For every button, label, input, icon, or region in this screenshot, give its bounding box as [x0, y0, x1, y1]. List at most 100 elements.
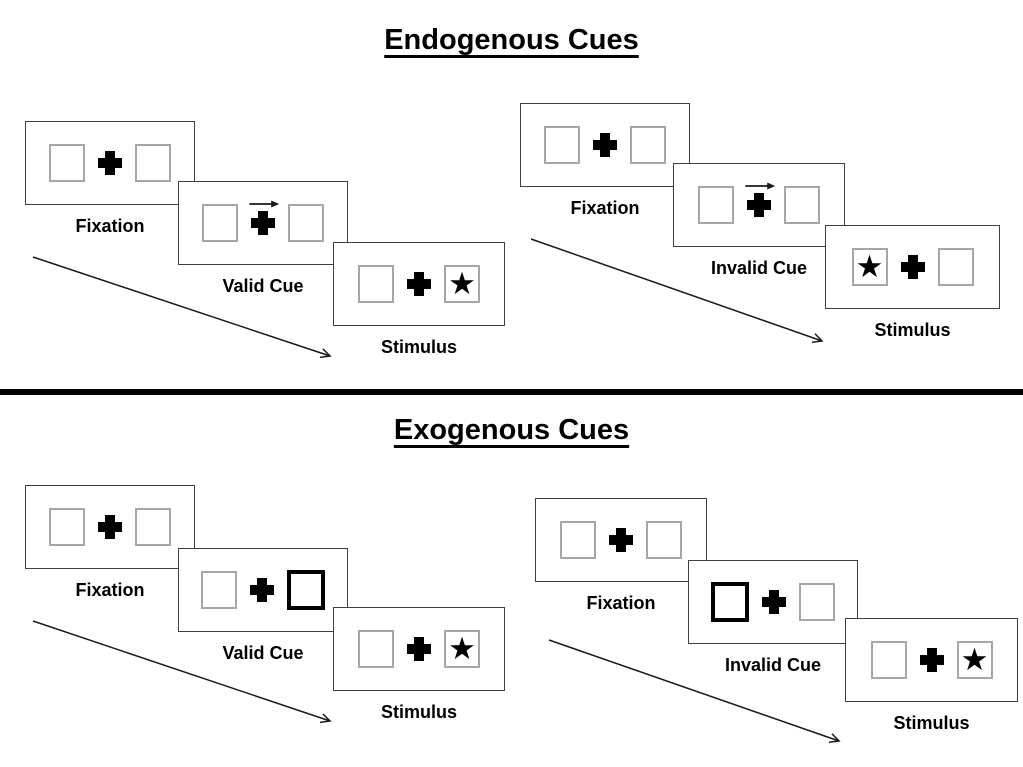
right-placeholder-box — [135, 144, 171, 182]
star-stimulus-icon: ★ — [448, 265, 476, 301]
step-label: Fixation — [570, 198, 640, 218]
cue-right-arrow-icon — [745, 182, 776, 190]
trial-step: ★ Stimulus — [333, 607, 505, 722]
fixation-cross-wrap — [407, 637, 431, 661]
fixation-cross-wrap — [407, 272, 431, 296]
screen-panel — [25, 485, 195, 569]
cue-right-arrow-icon — [249, 200, 280, 208]
step-label: Stimulus — [380, 337, 457, 357]
trial-step: Invalid Cue — [688, 560, 858, 675]
trial-step: Fixation — [25, 121, 195, 236]
right-placeholder-box: ★ — [444, 630, 480, 668]
fixation-cross-icon — [747, 193, 771, 217]
fixation-cross-wrap — [609, 528, 633, 552]
step-label: Fixation — [75, 580, 145, 600]
screen-panel — [688, 560, 858, 644]
trial-step: Invalid Cue — [673, 163, 845, 278]
screen-panel — [520, 103, 690, 187]
left-placeholder-box — [202, 204, 238, 242]
left-placeholder-box — [358, 630, 394, 668]
step-label: Invalid Cue — [724, 655, 822, 675]
fixation-cross-icon — [251, 211, 275, 235]
fixation-cross-icon — [919, 648, 944, 672]
fixation-cross-icon — [609, 528, 633, 552]
time-arrow-endogenous-valid — [32, 256, 332, 359]
step-label: Fixation — [586, 593, 656, 613]
step-label: Valid Cue — [222, 643, 304, 663]
right-placeholder-box — [784, 186, 820, 224]
left-placeholder-box — [49, 508, 85, 546]
screen-panel: ★ — [825, 225, 1000, 309]
fixation-cross-wrap — [250, 578, 274, 602]
left-placeholder-box — [358, 265, 394, 303]
trial-step: ★ Stimulus — [845, 618, 1018, 733]
fixation-cross-wrap — [919, 648, 944, 672]
right-placeholder-box — [937, 248, 974, 286]
fixation-cross-wrap — [762, 590, 786, 614]
fixation-cross-wrap — [98, 515, 122, 539]
right-placeholder-box — [135, 508, 171, 546]
fixation-cross-wrap — [745, 182, 776, 217]
trial-step: Fixation — [535, 498, 707, 613]
trial-step: Fixation — [25, 485, 195, 600]
right-placeholder-box — [646, 521, 682, 559]
trial-step: Valid Cue — [178, 181, 348, 296]
right-placeholder-box — [287, 570, 325, 610]
left-placeholder-box — [201, 571, 237, 609]
star-stimulus-icon: ★ — [855, 248, 884, 284]
fixation-cross-icon — [98, 515, 122, 539]
right-placeholder-box — [799, 583, 835, 621]
fixation-cross-wrap — [249, 200, 280, 235]
fixation-cross-icon — [250, 578, 274, 602]
left-placeholder-box — [544, 126, 580, 164]
fixation-cross-icon — [407, 637, 431, 661]
step-label: Stimulus — [874, 320, 951, 340]
step-label: Fixation — [75, 216, 145, 236]
left-placeholder-box — [711, 582, 749, 622]
step-label: Stimulus — [380, 702, 457, 722]
left-placeholder-box — [49, 144, 85, 182]
screen-panel: ★ — [333, 242, 505, 326]
fixation-cross-icon — [762, 590, 786, 614]
trial-step: ★ Stimulus — [333, 242, 505, 357]
left-placeholder-box — [698, 186, 734, 224]
fixation-cross-icon — [407, 272, 431, 296]
screen-panel: ★ — [845, 618, 1018, 702]
trial-step: ★ Stimulus — [825, 225, 1000, 340]
right-placeholder-box — [630, 126, 666, 164]
time-arrow-exogenous-valid — [32, 620, 332, 724]
fixation-cross-icon — [900, 255, 925, 279]
trial-step: Fixation — [520, 103, 690, 218]
fixation-cross-icon — [593, 133, 617, 157]
screen-panel — [178, 548, 348, 632]
right-placeholder-box — [288, 204, 324, 242]
fixation-cross-wrap — [593, 133, 617, 157]
section-divider — [0, 389, 1023, 395]
step-label: Stimulus — [893, 713, 970, 733]
exogenous-section-title: Exogenous Cues — [393, 414, 630, 446]
endogenous-section-title: Endogenous Cues — [384, 24, 639, 56]
left-placeholder-box: ★ — [851, 248, 888, 286]
time-arrow-endogenous-invalid — [530, 238, 824, 344]
fixation-cross-wrap — [98, 151, 122, 175]
left-placeholder-box — [560, 521, 596, 559]
step-label: Valid Cue — [222, 276, 304, 296]
screen-panel — [673, 163, 845, 247]
step-label: Invalid Cue — [710, 258, 808, 278]
time-arrow-exogenous-invalid — [548, 639, 841, 744]
right-placeholder-box: ★ — [956, 641, 993, 679]
left-placeholder-box — [870, 641, 907, 679]
screen-panel — [178, 181, 348, 265]
star-stimulus-icon: ★ — [448, 630, 476, 666]
screen-panel: ★ — [333, 607, 505, 691]
trial-step: Valid Cue — [178, 548, 348, 663]
fixation-cross-wrap — [900, 255, 925, 279]
fixation-cross-icon — [98, 151, 122, 175]
right-placeholder-box: ★ — [444, 265, 480, 303]
